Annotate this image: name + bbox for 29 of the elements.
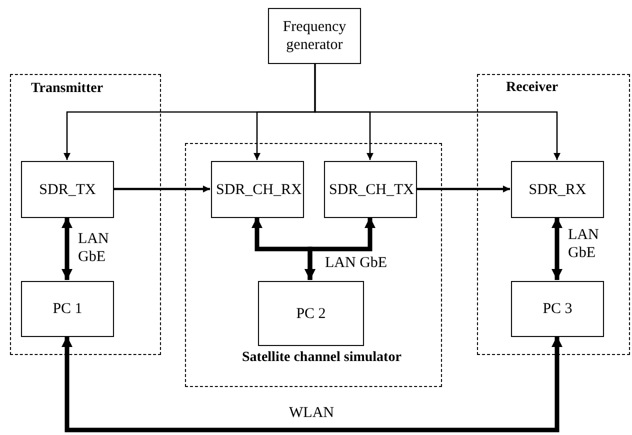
box-label: PC 2 [296,304,326,322]
arrow [416,186,510,192]
box-label: Frequency generator [282,18,348,54]
dashed-group-frame [185,143,442,387]
process-box [258,281,364,346]
box-label: SDR_CH_RX [216,180,299,198]
process-box [324,161,417,218]
dashed-group-frame [10,74,161,355]
group-title: Satellite channel simulator [242,350,402,366]
box-label: SDR_TX [39,180,96,198]
dashed-group-frame [477,74,630,355]
arrow [304,217,376,280]
process-box [268,8,361,64]
box-label: PC 1 [52,300,82,318]
process-box [511,161,604,218]
arrow [314,64,560,160]
group-title: Transmitter [31,81,104,97]
box-label: SDR_CH_TX [329,180,412,198]
process-box [211,161,304,218]
box-label: SDR_RX [528,180,586,198]
process-box [21,281,114,337]
process-box [511,281,604,337]
arrow [113,186,210,192]
arrow [552,217,562,280]
arrow [62,217,72,280]
process-box [21,161,114,218]
arrow [62,336,562,432]
box-label: PC 3 [542,300,572,318]
group-title: Receiver [506,80,558,96]
